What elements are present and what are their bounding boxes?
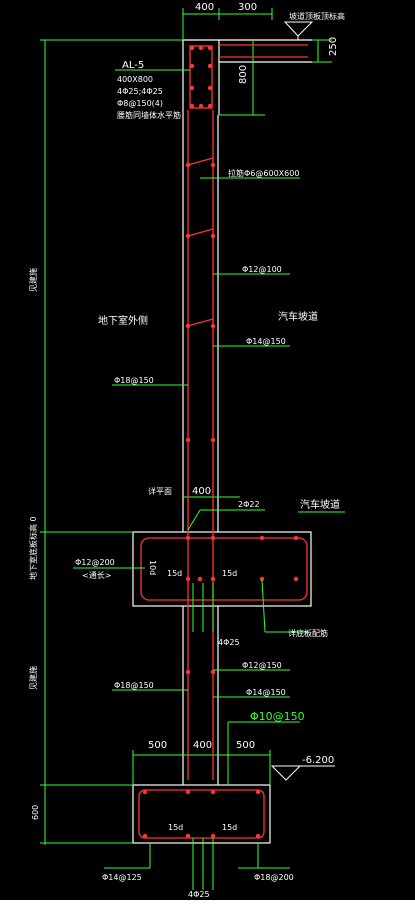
slab-below-rebar: 4Φ25	[218, 638, 240, 647]
footing-15d-right: 15d	[222, 823, 237, 832]
bottom-strip	[0, 900, 415, 914]
rebar-lines	[138, 44, 308, 839]
beam-rebar: 4Φ25;4Φ25	[117, 87, 163, 96]
wall-label-2: Φ14@150	[246, 337, 286, 346]
dimension-lines	[40, 8, 332, 845]
beam-size: 400X800	[117, 75, 153, 84]
elevation-markers	[270, 21, 335, 781]
dim-250: 250	[328, 37, 339, 56]
slab-note: 详底板配筋	[288, 628, 328, 638]
slab-left-rebar: Φ12@200	[75, 558, 115, 567]
beam-stirrup: Φ8@150(4)	[117, 99, 163, 108]
wall-label-4: Φ12@150	[242, 661, 282, 670]
tie-label: 拉筋Φ6@600X600	[228, 168, 299, 178]
dim-600: 600	[31, 805, 40, 820]
right-region-label: 汽车坡道	[278, 310, 318, 323]
wall-label-3b: Φ18@150	[114, 681, 154, 690]
footing-dim-right: 500	[236, 740, 255, 751]
footing-15d-left: 15d	[168, 823, 183, 832]
dim-800: 800	[238, 65, 249, 84]
top-slab-elevation-note: 坡道顶板顶标高	[289, 11, 345, 21]
slab-left-note: <通长>	[82, 570, 111, 580]
footing-bottom-right: Φ18@200	[254, 873, 294, 882]
mid-wall-dim: 400	[192, 486, 211, 497]
dim-10d: 10d	[148, 560, 157, 575]
left-vertical-top: 见建施	[28, 268, 38, 292]
leader-lines	[73, 69, 345, 890]
wall-label-5: Φ14@150	[246, 688, 286, 697]
ramp-label: 汽车坡道	[300, 498, 340, 511]
wall-label-1: Φ12@100	[242, 265, 282, 274]
beam-name: AL-5	[122, 60, 144, 71]
top-dim-300: 300	[238, 2, 257, 13]
dim-15d-right: 15d	[222, 569, 237, 578]
footing-bottom-left: Φ14@125	[102, 873, 142, 882]
footing-dim-left: 500	[148, 740, 167, 751]
footing-bottom-mid: 4Φ25	[188, 890, 210, 899]
left-vertical-mid: 地下室底板标高 0	[28, 516, 38, 580]
green-big-label: Φ10@150	[250, 710, 305, 723]
wall-outline	[132, 39, 312, 844]
footing-dim-mid: 400	[193, 740, 212, 751]
beam-note: 腰筋同墙体水平筋	[117, 110, 181, 120]
mid-rebar: 2Φ22	[238, 500, 260, 509]
top-dim-400: 400	[195, 2, 214, 13]
rebar-dots	[142, 45, 299, 839]
left-region-label: 地下室外侧	[98, 314, 148, 327]
wall-label-3: Φ18@150	[114, 376, 154, 385]
left-vertical-bottom: 见建施	[28, 666, 38, 690]
elevation-label: -6.200	[302, 755, 334, 766]
dim-15d-left: 15d	[167, 569, 182, 578]
mid-wall-label: 详平面	[148, 486, 172, 496]
